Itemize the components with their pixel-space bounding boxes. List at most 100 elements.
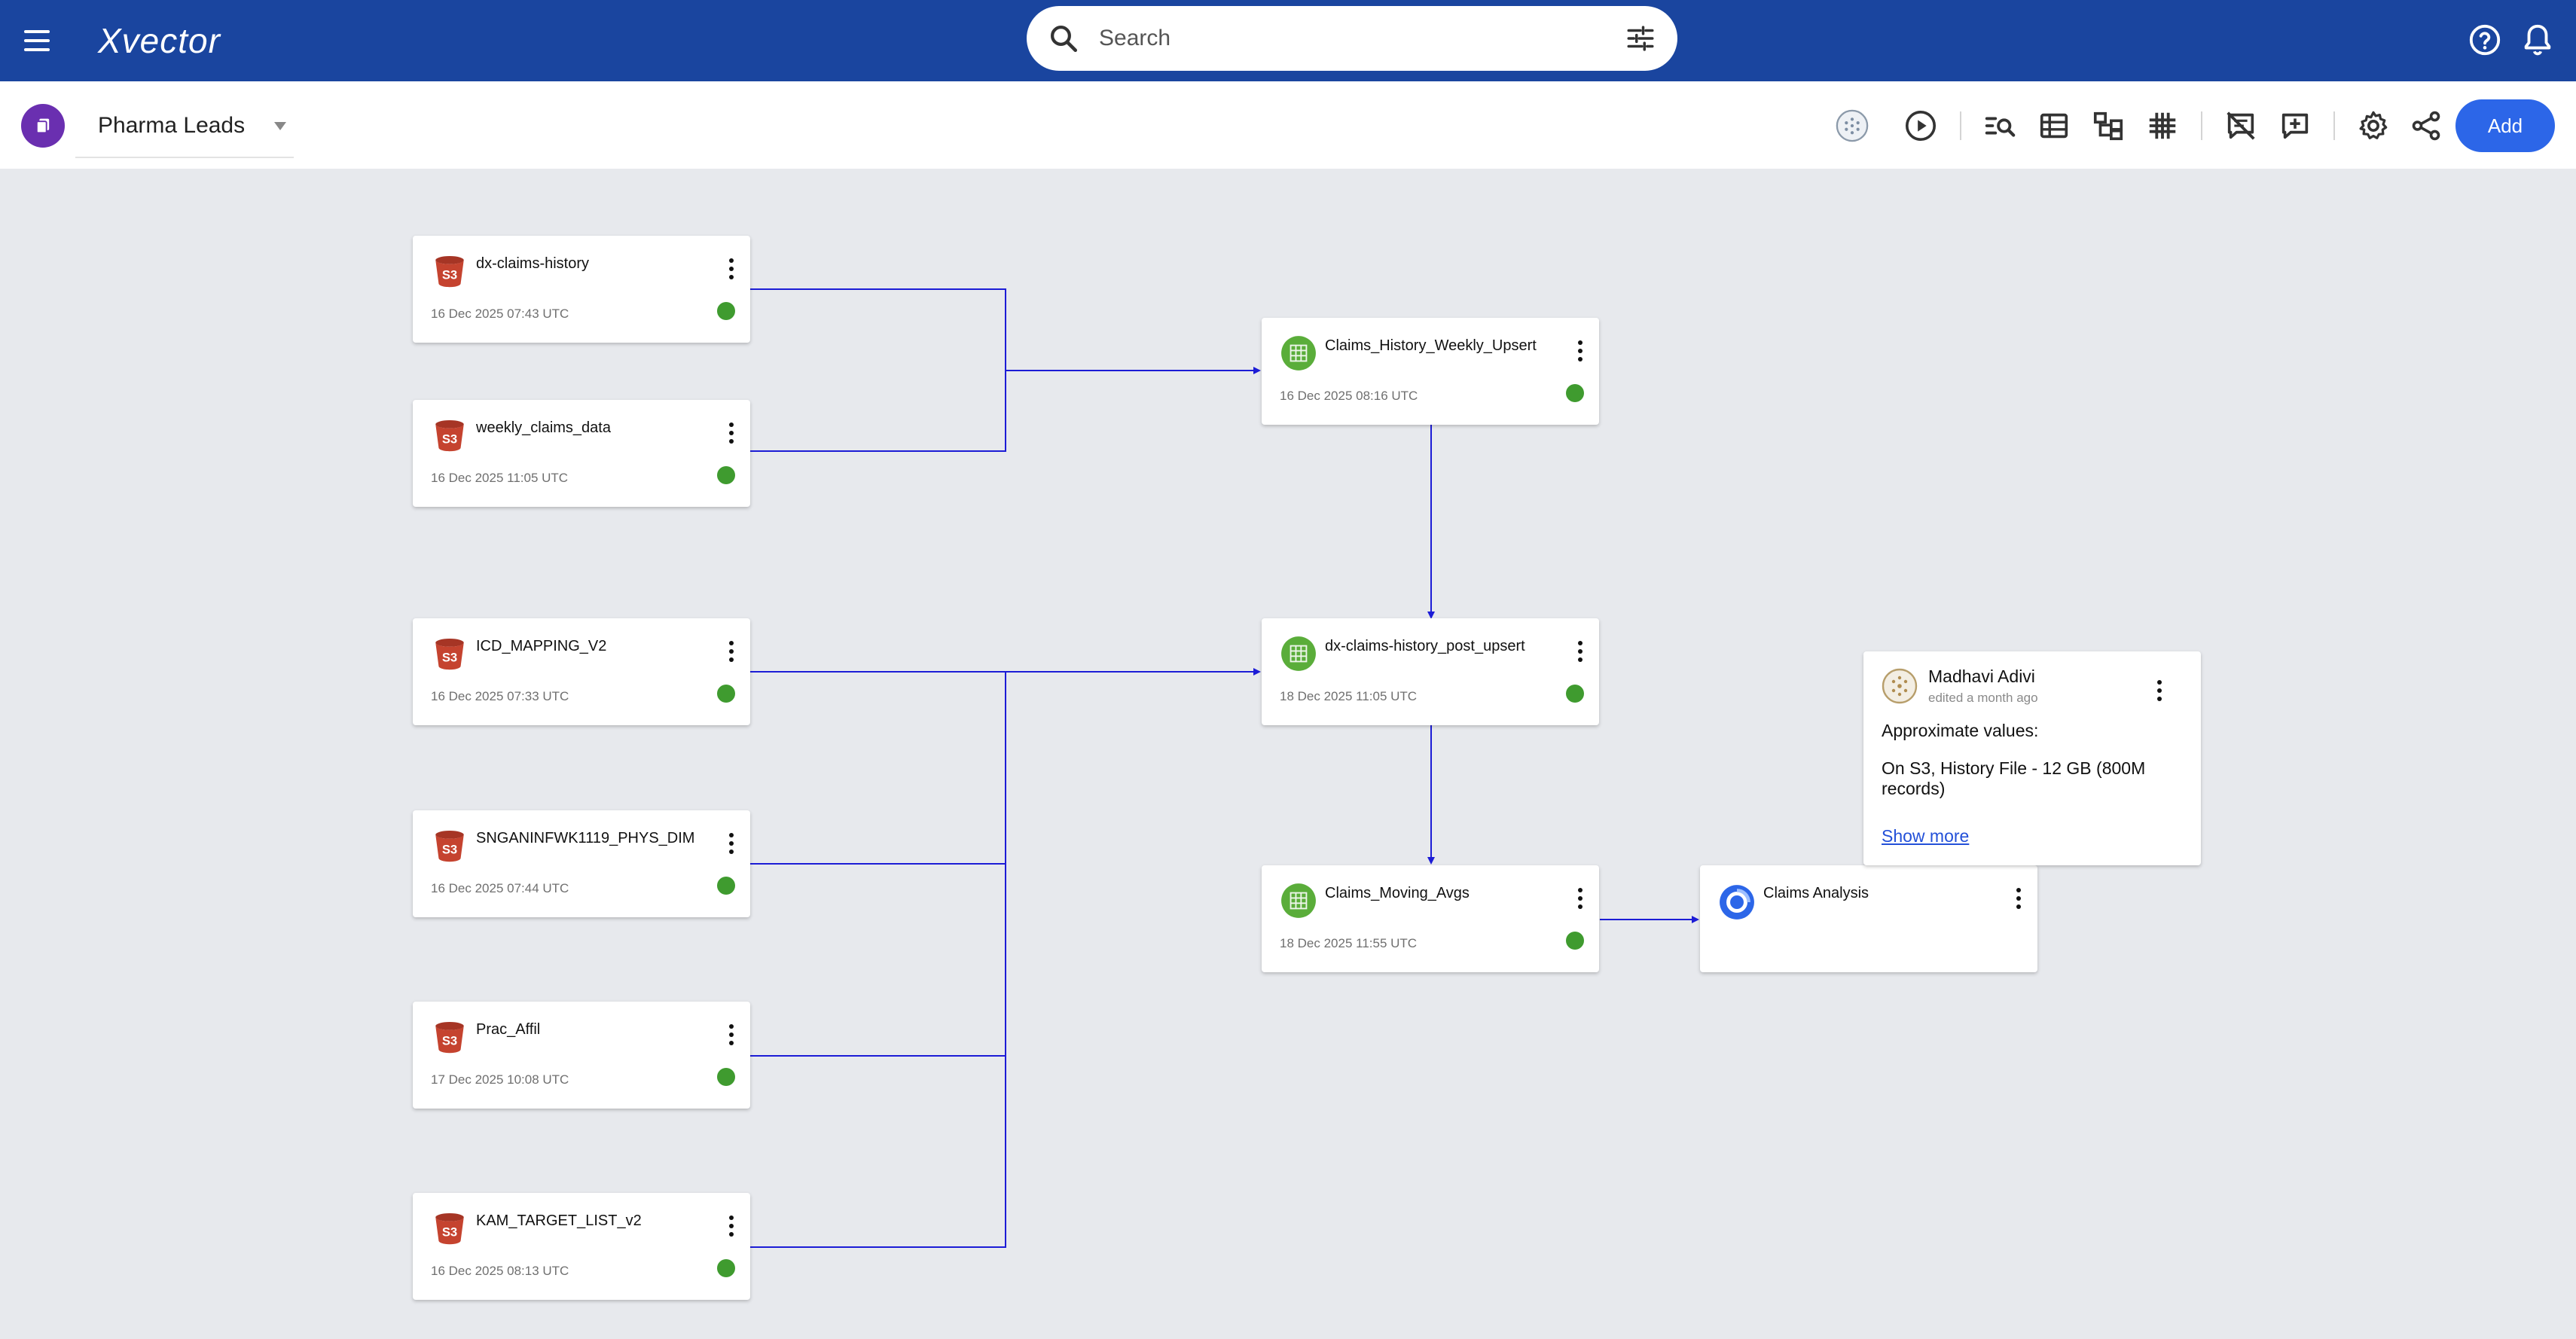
- search-lineage-icon[interactable]: [1982, 108, 2017, 143]
- node-updated-date: 18 Dec 2025 11:55 UTC: [1280, 936, 1418, 950]
- lineage-canvas[interactable]: S3 dx-claims-history 16 Dec 2025 07:43 U…: [0, 169, 2576, 1339]
- node-updated-date: 17 Dec 2025 10:08 UTC: [431, 1072, 569, 1087]
- node-title: Claims_Moving_Avgs: [1325, 885, 1470, 901]
- node-title: SNGANINFWK1119_PHYS_DIM: [476, 830, 695, 846]
- more-options-icon[interactable]: [728, 1023, 735, 1047]
- node-updated-date: 16 Dec 2025 07:43 UTC: [431, 307, 569, 321]
- node-title: Prac_Affil: [476, 1021, 541, 1038]
- status-ok-indicator: [1566, 685, 1584, 703]
- status-ok-indicator: [717, 1259, 735, 1277]
- note-text-line: On S3, History File - 12 GB (800M record…: [1882, 758, 2146, 798]
- dataset-node-claims-history-weekly-upsert[interactable]: Claims_History_Weekly_Upsert 16 Dec 2025…: [1262, 318, 1599, 425]
- svg-text:S3: S3: [442, 267, 457, 282]
- s3-bucket-icon: S3: [435, 831, 464, 862]
- svg-text:S3: S3: [442, 432, 457, 446]
- toolbar-divider: [2333, 111, 2335, 140]
- chevron-down-icon: [274, 122, 286, 130]
- toolbar-divider: [2201, 111, 2202, 140]
- project-icon: [21, 104, 65, 148]
- more-options-icon[interactable]: [728, 639, 735, 663]
- status-ok-indicator: [1566, 932, 1584, 950]
- s3-bucket-icon: S3: [435, 1213, 464, 1245]
- note-text-line: Approximate values:: [1882, 721, 2039, 740]
- s3-node-prac-affil[interactable]: S3 Prac_Affil 17 Dec 2025 10:08 UTC: [413, 1002, 750, 1109]
- more-options-icon[interactable]: [728, 421, 735, 445]
- more-options-icon[interactable]: [2015, 886, 2022, 910]
- help-icon[interactable]: [2468, 23, 2502, 57]
- note-edited-time: edited a month ago: [1928, 691, 2038, 705]
- dataset-node-claims-moving-avgs[interactable]: Claims_Moving_Avgs 18 Dec 2025 11:55 UTC: [1262, 865, 1599, 972]
- project-toolbar: Pharma Leads: [0, 81, 2576, 169]
- show-more-link[interactable]: Show more: [1882, 826, 1970, 846]
- node-title: Claims Analysis: [1763, 885, 1869, 901]
- dataset-grid-icon: [1281, 636, 1316, 671]
- analysis-icon: [1720, 885, 1754, 920]
- s3-node-kam-target-list-v2[interactable]: S3 KAM_TARGET_LIST_v2 16 Dec 2025 08:13 …: [413, 1193, 750, 1300]
- svg-text:S3: S3: [442, 650, 457, 664]
- node-updated-date: 16 Dec 2025 07:44 UTC: [431, 881, 569, 895]
- lineage-edges: [749, 288, 1699, 1248]
- status-ok-indicator: [717, 1068, 735, 1086]
- team-avatar-icon[interactable]: [1835, 108, 1869, 143]
- hamburger-menu-icon[interactable]: [21, 24, 54, 57]
- node-title: weekly_claims_data: [476, 419, 611, 436]
- s3-bucket-icon: S3: [435, 256, 464, 288]
- status-ok-indicator: [717, 685, 735, 703]
- user-avatar: [1882, 668, 1918, 704]
- node-title: ICD_MAPPING_V2: [476, 638, 607, 654]
- node-title: dx-claims-history_post_upsert: [1325, 638, 1525, 654]
- grid-view-icon[interactable]: [2145, 108, 2180, 143]
- s3-bucket-icon: S3: [435, 1022, 464, 1054]
- node-updated-date: 18 Dec 2025 11:05 UTC: [1280, 689, 1418, 703]
- settings-gear-icon[interactable]: [2356, 108, 2391, 143]
- node-updated-date: 16 Dec 2025 08:16 UTC: [1280, 389, 1418, 403]
- status-ok-indicator: [717, 466, 735, 484]
- s3-bucket-icon: S3: [435, 420, 464, 452]
- s3-node-icd-mapping-v2[interactable]: S3 ICD_MAPPING_V2 16 Dec 2025 07:33 UTC: [413, 618, 750, 725]
- edge: [749, 671, 1006, 1248]
- notifications-bell-icon[interactable]: [2520, 21, 2555, 59]
- s3-node-dx-claims-history[interactable]: S3 dx-claims-history 16 Dec 2025 07:43 U…: [413, 236, 750, 343]
- search-input[interactable]: Search: [1099, 26, 1171, 50]
- run-play-icon[interactable]: [1903, 108, 1938, 143]
- more-options-icon[interactable]: [1576, 639, 1584, 663]
- analysis-node-claims-analysis[interactable]: Claims Analysis: [1700, 865, 2037, 972]
- search-icon: [1051, 26, 1078, 53]
- s3-node-snganinfwk1119-phys-dim[interactable]: S3 SNGANINFWK1119_PHYS_DIM 16 Dec 2025 0…: [413, 810, 750, 917]
- dataset-node-dx-claims-history-post-upsert[interactable]: dx-claims-history_post_upsert 18 Dec 202…: [1262, 618, 1599, 725]
- svg-text:S3: S3: [442, 1033, 457, 1048]
- dataset-grid-icon: [1281, 883, 1316, 918]
- note-author: Madhavi Adivi: [1928, 666, 2035, 686]
- node-title: KAM_TARGET_LIST_v2: [476, 1212, 642, 1229]
- hierarchy-view-icon[interactable]: [2091, 108, 2126, 143]
- share-icon[interactable]: [2409, 108, 2443, 143]
- hide-comments-icon[interactable]: [2223, 108, 2258, 143]
- s3-node-weekly-claims-data[interactable]: S3 weekly_claims_data 16 Dec 2025 11:05 …: [413, 400, 750, 507]
- more-options-icon[interactable]: [1576, 886, 1584, 910]
- svg-text:S3: S3: [442, 842, 457, 856]
- more-options-icon[interactable]: [728, 1214, 735, 1238]
- comment-note-card[interactable]: Madhavi Adivi edited a month ago Approxi…: [1863, 651, 2201, 865]
- add-comment-icon[interactable]: [2278, 108, 2312, 143]
- toolbar-divider: [1960, 111, 1961, 140]
- node-title: dx-claims-history: [476, 255, 590, 272]
- table-view-icon[interactable]: [2037, 108, 2071, 143]
- add-button[interactable]: Add: [2455, 99, 2555, 152]
- project-selector[interactable]: Pharma Leads: [75, 95, 294, 158]
- more-options-icon[interactable]: [728, 257, 735, 281]
- top-app-bar: Xvector Search: [0, 0, 2576, 81]
- project-name: Pharma Leads: [98, 113, 246, 138]
- more-options-icon[interactable]: [728, 831, 735, 856]
- s3-bucket-icon: S3: [435, 639, 464, 670]
- filter-settings-icon[interactable]: [1625, 23, 1656, 54]
- app-logo[interactable]: Xvector: [98, 21, 221, 60]
- node-updated-date: 16 Dec 2025 08:13 UTC: [431, 1264, 569, 1278]
- more-options-icon[interactable]: [2156, 679, 2163, 703]
- more-options-icon[interactable]: [1576, 339, 1584, 363]
- edge: [749, 288, 1006, 452]
- search-bar[interactable]: Search: [1027, 6, 1677, 71]
- status-ok-indicator: [1566, 384, 1584, 402]
- svg-text:S3: S3: [442, 1225, 457, 1239]
- dataset-grid-icon: [1281, 336, 1316, 371]
- status-ok-indicator: [717, 302, 735, 320]
